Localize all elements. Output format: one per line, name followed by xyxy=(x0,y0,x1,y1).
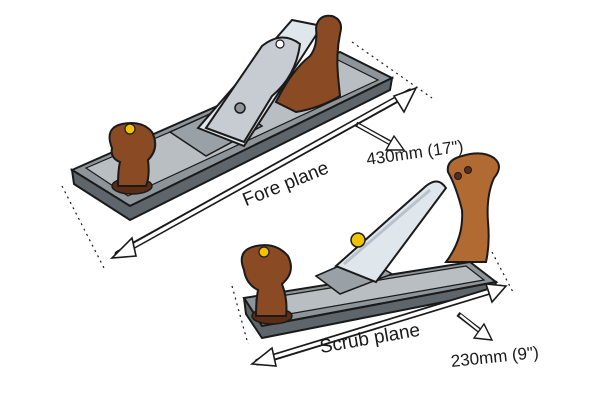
fore-plane xyxy=(61,14,433,269)
scrub-plane-knob xyxy=(240,244,292,317)
fore-plane-lever-cap xyxy=(204,36,302,144)
scrub-plane-blade xyxy=(334,180,448,284)
scrub-extent-line-left xyxy=(231,285,249,345)
fore-plane-cap-screw xyxy=(234,102,246,114)
scrub-plane xyxy=(231,152,515,367)
fore-plane-side xyxy=(70,76,394,222)
fore-extent-line-right xyxy=(351,41,433,99)
scrub-extent-line-right xyxy=(491,251,515,295)
fore-plane-knob xyxy=(108,122,157,187)
fore-plane-knob-screw xyxy=(124,123,136,135)
scrub-plane-tote xyxy=(444,152,500,263)
scrub-plane-knob-screw xyxy=(258,246,270,258)
fore-plane-tote xyxy=(274,14,342,114)
scrub-plane-brass-nut xyxy=(350,232,366,248)
